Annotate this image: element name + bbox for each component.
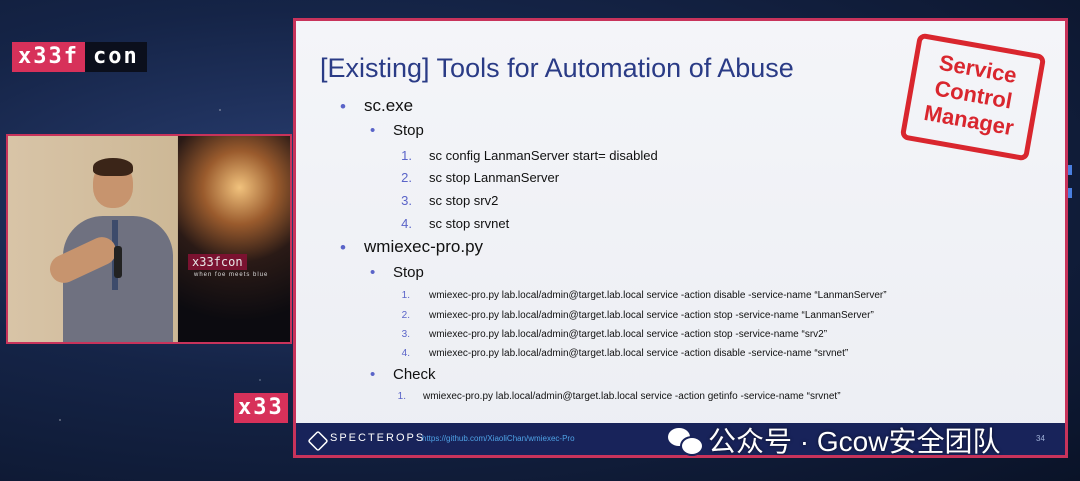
list-item: wmiexec-pro.py lab.local/admin@target.la… — [429, 348, 849, 359]
list-item: wmiexec-pro.py lab.local/admin@target.la… — [429, 310, 874, 321]
speaker-hair — [93, 158, 133, 176]
list-item: sc stop srvnet — [429, 216, 510, 231]
edge-marker — [1068, 165, 1072, 175]
poster-logo: x33fcon — [188, 254, 247, 270]
list-item: wmiexec-pro.py lab.local/admin@target.la… — [423, 391, 841, 402]
edge-marker — [1068, 188, 1072, 198]
wechat-icon — [668, 426, 704, 456]
list-item: sc stop LanmanServer — [429, 170, 560, 185]
list-number: 1. — [401, 148, 412, 163]
bullet-icon: • — [370, 366, 376, 383]
list-item: wmiexec-pro.py lab.local/admin@target.la… — [429, 290, 887, 301]
service-control-manager-stamp: Service Control Manager — [899, 32, 1047, 162]
list-item: sc stop srv2 — [429, 193, 499, 208]
list-number: 1. — [397, 391, 406, 402]
wmi-heading: wmiexec-pro.py — [364, 237, 484, 256]
list-number: 2. — [401, 170, 412, 185]
specterops-logo: SPECTEROPS — [330, 432, 426, 444]
list-number: 4. — [401, 216, 412, 231]
bullet-icon: • — [340, 97, 346, 116]
list-number: 2. — [401, 310, 410, 321]
github-link[interactable]: https://github.com/XiaoliChan/wmiexec-Pr… — [422, 434, 575, 443]
wmi-check-label: Check — [393, 366, 436, 383]
bullet-icon: • — [370, 264, 376, 281]
bullet-icon: • — [370, 122, 376, 139]
page-number: 34 — [1036, 434, 1045, 443]
list-number: 1. — [401, 290, 410, 301]
list-item: wmiexec-pro.py lab.local/admin@target.la… — [429, 329, 828, 340]
sc-heading: sc.exe — [364, 96, 414, 115]
speaker-video: x33fcon when foe meets blue — [6, 134, 292, 344]
sc-stop-label: Stop — [393, 122, 424, 139]
slide-title: [Existing] Tools for Automation of Abuse — [320, 53, 794, 83]
specterops-logo-icon — [307, 430, 329, 452]
list-number: 4. — [401, 348, 410, 359]
list-item: sc config LanmanServer start= disabled — [429, 148, 658, 163]
presentation-slide: [Existing] Tools for Automation of Abuse… — [293, 18, 1068, 458]
conference-logo-partial: x33 — [234, 393, 288, 423]
microphone-icon — [114, 246, 122, 278]
stage-poster — [178, 136, 290, 342]
list-number: 3. — [401, 329, 410, 340]
bullet-icon: • — [340, 238, 346, 257]
list-number: 3. — [401, 193, 412, 208]
watermark: 公众号 · Gcow安全团队 — [668, 420, 1000, 460]
speaker-body — [63, 216, 173, 342]
wmi-stop-label: Stop — [393, 264, 424, 281]
poster-tagline: when foe meets blue — [194, 272, 269, 278]
